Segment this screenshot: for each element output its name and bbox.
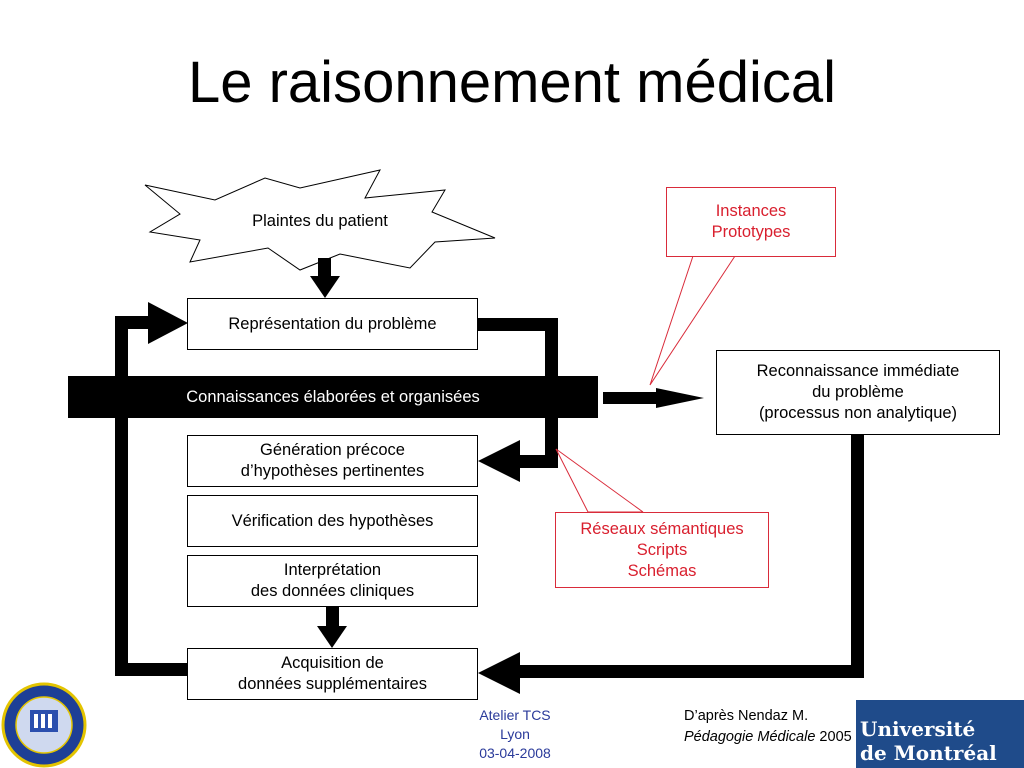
reconnaissance-line-2: du problème (812, 383, 904, 401)
verification-box: Vérification des hypothèses (187, 495, 478, 547)
faculty-medicine-nice-logo (1, 682, 87, 768)
event-date: 03-04-2008 (479, 745, 551, 761)
patient-complaint-star-shape (144, 169, 496, 271)
left-loop-arrowhead (148, 302, 188, 344)
left-loop-bottom (115, 663, 188, 676)
right-loop-bottom (515, 455, 558, 468)
credit-reference: Pédagogie Médicale 2005 (684, 727, 852, 748)
instances-line-2: Prototypes (711, 223, 791, 241)
reseaux-line-3: Schémas (627, 561, 697, 580)
reseaux-line-1: Réseaux sémantiques (580, 519, 744, 538)
reco-loop-arrowhead (478, 652, 520, 694)
source-credit: D’après Nendaz M. Pédagogie Médicale 200… (684, 706, 852, 748)
instances-note-box: Instances Prototypes (666, 187, 836, 257)
credit-author: D’après Nendaz M. (684, 708, 809, 724)
event-city: Lyon (500, 726, 530, 742)
universite-de-montreal-logo: Université de Montréal (856, 700, 1024, 768)
reco-loop-vertical (851, 435, 864, 678)
generation-box: Génération précoce d’hypothèses pertinen… (187, 435, 478, 487)
credit-year: 2005 (815, 729, 852, 745)
slide-title: Le raisonnement médical (187, 50, 837, 115)
event-footer: Atelier TCS Lyon 03-04-2008 (455, 706, 575, 763)
arrow-reconnaissance-head (656, 388, 704, 408)
interpretation-line-1: Interprétation (283, 561, 382, 579)
right-loop-arrowhead (478, 440, 520, 482)
reconnaissance-line-1: Reconnaissance immédiate (756, 362, 960, 380)
left-loop-vertical (115, 316, 128, 676)
acquisition-line-2: données supplémentaires (238, 675, 427, 693)
instances-callout-line (649, 255, 736, 386)
acquisition-box: Acquisition de données supplémentaires (187, 648, 478, 700)
reco-loop-bottom (515, 665, 864, 678)
udem-logo-line-2: de Montréal (860, 741, 997, 765)
reseaux-note-box: Réseaux sémantiques Scripts Schémas (555, 512, 769, 588)
arrow-acquisition-shaft (326, 606, 339, 630)
interpretation-box: Interprétation des données cliniques (187, 555, 478, 607)
reseaux-line-2: Scripts (636, 540, 688, 559)
generation-line-1: Génération précoce (260, 441, 405, 459)
reconnaissance-line-3: (processus non analytique) (758, 404, 958, 422)
udem-logo-line-1: Université (860, 717, 976, 741)
right-loop-top (478, 318, 558, 331)
arrow-reconnaissance-shaft (603, 392, 658, 404)
acquisition-line-1: Acquisition de (281, 654, 384, 672)
verification-label: Vérification des hypothèses (231, 511, 434, 530)
instances-line-1: Instances (715, 202, 787, 220)
connaissances-bar: Connaissances élaborées et organisées (68, 376, 598, 418)
arrow-star-shaft (318, 258, 331, 280)
reseaux-callout-line-2 (555, 448, 644, 513)
arrow-star-head (310, 276, 340, 298)
generation-line-2: d’hypothèses pertinentes (240, 462, 425, 480)
representation-label: Représentation du problème (228, 314, 437, 333)
interpretation-line-2: des données cliniques (250, 582, 415, 600)
patient-complaint-label: Plaintes du patient (252, 212, 388, 230)
connaissances-label: Connaissances élaborées et organisées (186, 387, 480, 406)
event-name: Atelier TCS (479, 707, 551, 723)
arrow-acquisition-head (317, 626, 347, 648)
left-loop-top (115, 316, 155, 329)
reconnaissance-box: Reconnaissance immédiate du problème (pr… (716, 350, 1000, 435)
credit-journal: Pédagogie Médicale (684, 729, 816, 745)
representation-box: Représentation du problème (187, 298, 478, 350)
